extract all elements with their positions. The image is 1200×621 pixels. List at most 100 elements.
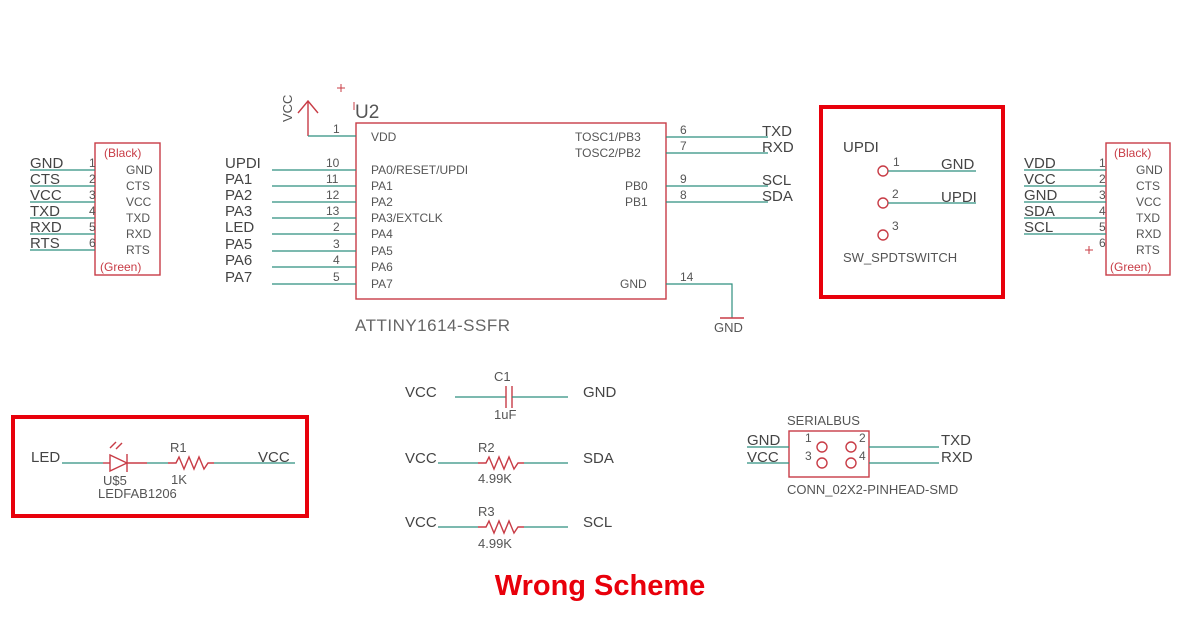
serialbus-pinnum-2: 2 — [859, 431, 866, 445]
mcu-net-rxd: RXD — [762, 139, 794, 156]
vcc-supply-label: VCC — [280, 95, 295, 122]
left-header-net-1: GND — [30, 155, 64, 172]
mcu-pinnum-8: 8 — [680, 188, 687, 202]
right-header-pin-2: CTS — [1136, 179, 1160, 193]
switch-pinnum-2: 2 — [892, 187, 899, 201]
left-header-pin-3: VCC — [126, 195, 152, 209]
mcu-pinnum-9: 9 — [680, 172, 687, 186]
mcu-pin-pb0: PB0 — [625, 179, 648, 193]
r2-resistor-icon — [478, 455, 524, 471]
mcu-net-led: LED — [225, 219, 254, 236]
r1-resistor-icon — [168, 455, 214, 471]
mcu-pin-pb2: TOSC2/PB2 — [575, 146, 641, 160]
r3-net-right: SCL — [583, 514, 612, 531]
mcu-pinnum-6: 6 — [680, 123, 687, 137]
mcu-pin-pa1: PA1 — [371, 179, 393, 193]
right-header-pinnum-6: 6 — [1099, 236, 1106, 250]
mcu-pinnum-11: 11 — [326, 172, 339, 186]
mcu-pin-pa5: PA5 — [371, 244, 393, 258]
serialbus-net-rxd: RXD — [941, 449, 973, 466]
left-header-net-6: RTS — [30, 235, 60, 252]
left-header-pinnum-2: 2 — [89, 172, 96, 186]
mcu-right-wires — [666, 136, 768, 319]
r2-value: 4.99K — [478, 471, 512, 486]
switch-pin-1 — [877, 165, 889, 177]
right-header-top-label: (Black) — [1114, 146, 1151, 160]
right-header-pinnum-2: 2 — [1099, 172, 1106, 186]
serialbus-body — [788, 430, 870, 478]
right-header-pinnum-1: 1 — [1099, 156, 1106, 170]
left-header: (Black) (Green) GND CTS VCC TXD RXD RTS … — [30, 142, 161, 276]
mcu-net-pa2: PA2 — [225, 187, 252, 204]
right-header-bottom-label: (Green) — [1110, 260, 1151, 274]
serialbus-net-txd: TXD — [941, 432, 971, 449]
right-header-net-4: SDA — [1024, 203, 1055, 220]
resistor-r2: R2 VCC SDA 4.99K — [405, 440, 614, 486]
mcu-pinnum-10: 10 — [326, 156, 340, 170]
led-net-out: VCC — [258, 449, 290, 466]
left-header-pin-6: RTS — [126, 243, 150, 257]
mcu-pin-pa4: PA4 — [371, 227, 393, 241]
left-header-bottom-label: (Green) — [100, 260, 141, 274]
left-header-net-4: TXD — [30, 203, 60, 220]
serialbus-part-name: CONN_02X2-PINHEAD-SMD — [787, 482, 958, 497]
switch-net-updi: UPDI — [941, 189, 977, 206]
left-header-pin-2: CTS — [126, 179, 150, 193]
r1-value: 1K — [171, 472, 187, 487]
left-header-body — [94, 142, 161, 276]
mcu-vdd-pinnum: 1 — [333, 122, 340, 136]
mcu-net-txd: TXD — [762, 123, 792, 140]
mcu-pinnum-13: 13 — [326, 204, 340, 218]
right-header-pin-6: RTS — [1136, 243, 1160, 257]
left-header-pinnum-5: 5 — [89, 220, 96, 234]
led-part-name: LEDFAB1206 — [98, 486, 177, 501]
c1-ref: C1 — [494, 369, 511, 384]
mcu-pin-pa2: PA2 — [371, 195, 393, 209]
switch-pin-3 — [877, 229, 889, 241]
switch-net-updi-label: UPDI — [843, 139, 879, 156]
mcu-vdd-pin: VDD — [371, 130, 397, 144]
mcu-pin-gnd: GND — [620, 277, 647, 291]
mcu-net-pa6: PA6 — [225, 252, 252, 269]
mcu-pinnum-14: 14 — [680, 270, 694, 284]
led-ref: U$5 — [103, 473, 127, 488]
left-header-pinnum-6: 6 — [89, 236, 96, 250]
switch-pinnum-1: 1 — [893, 155, 900, 169]
mcu-pin-pa7: PA7 — [371, 277, 393, 291]
right-header-pin-5: RXD — [1136, 227, 1162, 241]
mcu-net-pa3: PA3 — [225, 203, 252, 220]
mcu-pinnum-12: 12 — [326, 188, 340, 202]
right-header-pinnum-3: 3 — [1099, 188, 1106, 202]
mcu-pin-pb1: PB1 — [625, 195, 648, 209]
mcu-u2: U2 VCC 1 VDD UPDI PA1 PA2 PA3 LED — [225, 84, 794, 335]
right-header-net-2: VCC — [1024, 171, 1056, 188]
led-circuit: LED U$5 LEDFAB1206 R1 1K VCC — [11, 415, 309, 518]
switch-pinnum-3: 3 — [892, 219, 899, 233]
right-header-net-1: VDD — [1024, 155, 1056, 172]
right-header-pinnum-4: 4 — [1099, 204, 1106, 218]
c1-net-left: VCC — [405, 384, 437, 401]
c1-value: 1uF — [494, 407, 516, 422]
serialbus-pin-1 — [816, 441, 828, 453]
serialbus-pin-2 — [845, 441, 857, 453]
mcu-left-wires — [272, 169, 356, 285]
switch-sw-spdt: UPDI 1 2 3 GND UPDI SW_SPDTSWITCH — [819, 105, 1005, 299]
serialbus-net-gnd: GND — [747, 432, 781, 449]
mcu-body — [355, 122, 667, 300]
c1-net-right: GND — [583, 384, 617, 401]
mcu-net-scl: SCL — [762, 172, 791, 189]
mcu-net-pa5: PA5 — [225, 236, 252, 253]
left-header-pinnum-4: 4 — [89, 204, 96, 218]
serialbus-pin-4 — [845, 457, 857, 469]
mcu-pinnum-5: 5 — [333, 270, 340, 284]
serialbus-connector: SERIALBUS 1 2 3 4 GND VCC TXD RXD CONN_0… — [747, 413, 973, 497]
left-header-net-5: RXD — [30, 219, 62, 236]
left-header-pinnum-3: 3 — [89, 188, 96, 202]
footer-caption: Wrong Scheme — [494, 570, 706, 602]
r3-net-left: VCC — [405, 514, 437, 531]
serialbus-pinnum-1: 1 — [805, 431, 812, 445]
r1-ref: R1 — [170, 440, 187, 455]
serialbus-pin-3 — [816, 457, 828, 469]
mcu-net-gnd: GND — [714, 320, 743, 335]
